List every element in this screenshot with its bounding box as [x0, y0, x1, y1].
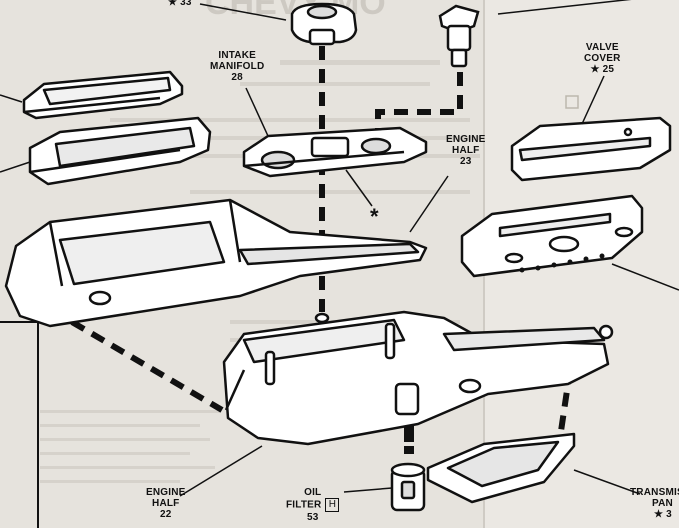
engine-half-22-label: ENGINE HALF 22: [146, 487, 186, 520]
air-cleaner-lid-part: [0, 70, 184, 120]
oil-filter-part: [390, 462, 426, 512]
fuel-pump-part: [438, 4, 480, 68]
star-top-label: ★ 33: [168, 0, 192, 8]
engine-half-upper-part: [4, 198, 428, 328]
engine-half-23-label: ENGINE HALF 23: [446, 134, 486, 167]
engine-half-lower-part: [222, 310, 614, 446]
valve-cover-label: VALVE COVER ★ 25: [584, 42, 621, 75]
air-cleaner-base-part: [0, 116, 212, 186]
intake-manifold-part: [242, 126, 428, 178]
intake-manifold-label: INTAKE MANIFOLD 28: [210, 50, 265, 83]
valve-cover-bottom-part: [460, 194, 644, 278]
transmission-pan-label: TRANSMIS PAN ★ 3: [630, 487, 679, 520]
h-badge: H: [325, 498, 340, 512]
distributor-cap-part: [290, 2, 358, 46]
instruction-box-fragment: [0, 321, 39, 528]
transmission-pan-part: [426, 432, 576, 504]
asterisk-mark: *: [370, 204, 379, 229]
valve-cover-top-part: [510, 116, 672, 182]
